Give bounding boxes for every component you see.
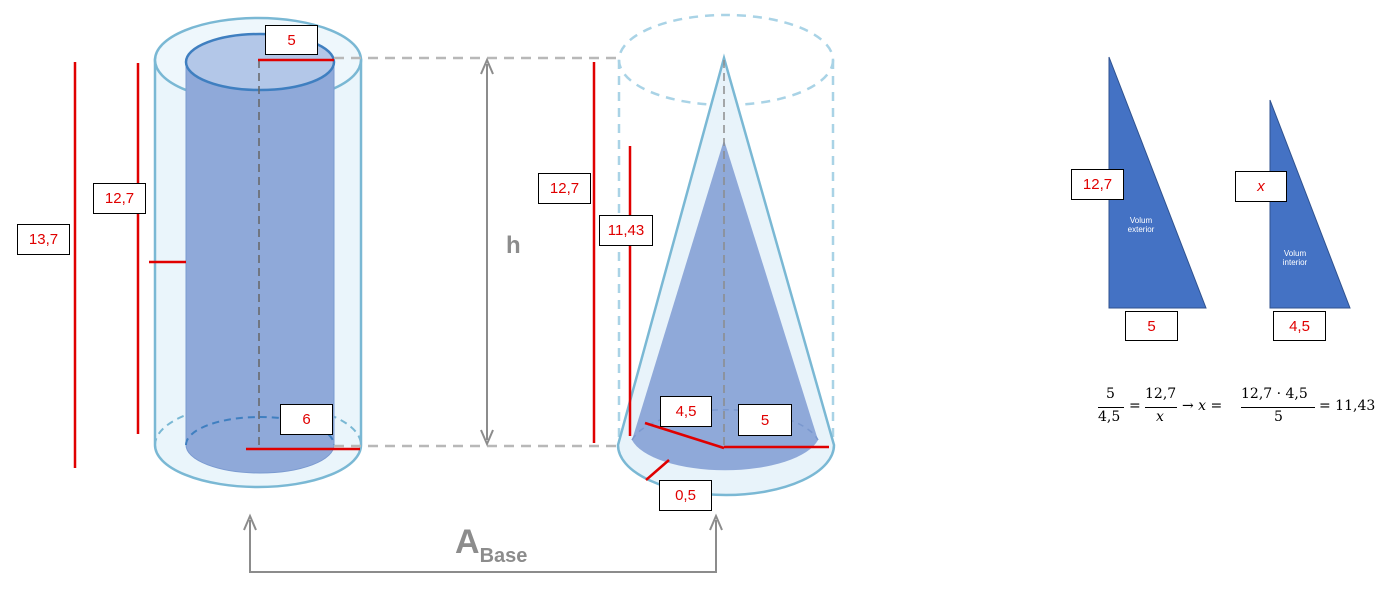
inner-cylinder [184, 32, 336, 474]
caption-volum-interior: Volum interior [1270, 249, 1320, 267]
inner-cone [631, 140, 819, 471]
label-cylinder-base-radius: 6 [280, 404, 333, 435]
base-area-subscript: Base [479, 545, 528, 567]
fraction2-denominator: x [1156, 409, 1164, 425]
proportion-formula: 5 4,5 = 12,7 x → x = 12,7 · 4,5 5 = 11,4… [1098, 386, 1390, 430]
fraction2-bar [1145, 407, 1177, 408]
caption-interior-line2: interior [1282, 258, 1308, 267]
caption-exterior-line2: exterior [1127, 225, 1155, 234]
height-arrow [480, 57, 494, 447]
label-total-height: 13,7 [17, 224, 70, 255]
fraction1-numerator: 5 [1106, 386, 1115, 402]
triangle-volum-interior [1269, 99, 1351, 309]
label-interior-base: 4,5 [1273, 311, 1326, 341]
label-cone-height: 12,7 [538, 173, 591, 204]
label-wall-thickness: 0,5 [659, 480, 712, 511]
fraction1-bar [1098, 407, 1124, 408]
caption-interior-line1: Volum [1283, 249, 1307, 258]
label-cone-inner-radius: 4,5 [660, 396, 712, 427]
label-cone-inner-height: 11,43 [599, 215, 653, 246]
caption-volum-exterior: Volum exterior [1116, 216, 1166, 234]
label-exterior-height: 12,7 [1071, 169, 1124, 200]
formula-result: = 11,43 [1319, 398, 1376, 414]
fraction3-numerator: 12,7 · 4,5 [1241, 386, 1308, 402]
fraction2-numerator: 12,7 [1145, 386, 1177, 402]
fraction3-denominator: 5 [1274, 409, 1283, 425]
red-measure-lines [73, 58, 829, 481]
label-cylinder-top-radius: 5 [265, 25, 318, 55]
label-interior-height: x [1235, 171, 1287, 202]
base-area-arrows [243, 513, 723, 573]
label-cylinder-inner-height: 12,7 [93, 183, 146, 214]
outer-dashed-cylinder [617, 13, 835, 445]
caption-exterior-line1: Volum [1129, 216, 1153, 225]
dashed-connector [334, 56, 622, 448]
implication: → x = [1182, 398, 1223, 414]
base-area-main: A [455, 523, 480, 561]
base-area-label: ABase [455, 522, 527, 567]
label-exterior-base: 5 [1125, 311, 1178, 341]
label-cone-outer-radius: 5 [738, 404, 792, 436]
equals-sign-1: = [1129, 398, 1141, 414]
h-label: h [506, 232, 521, 259]
fraction1-denominator: 4,5 [1098, 409, 1121, 425]
fraction3-bar [1241, 407, 1315, 408]
